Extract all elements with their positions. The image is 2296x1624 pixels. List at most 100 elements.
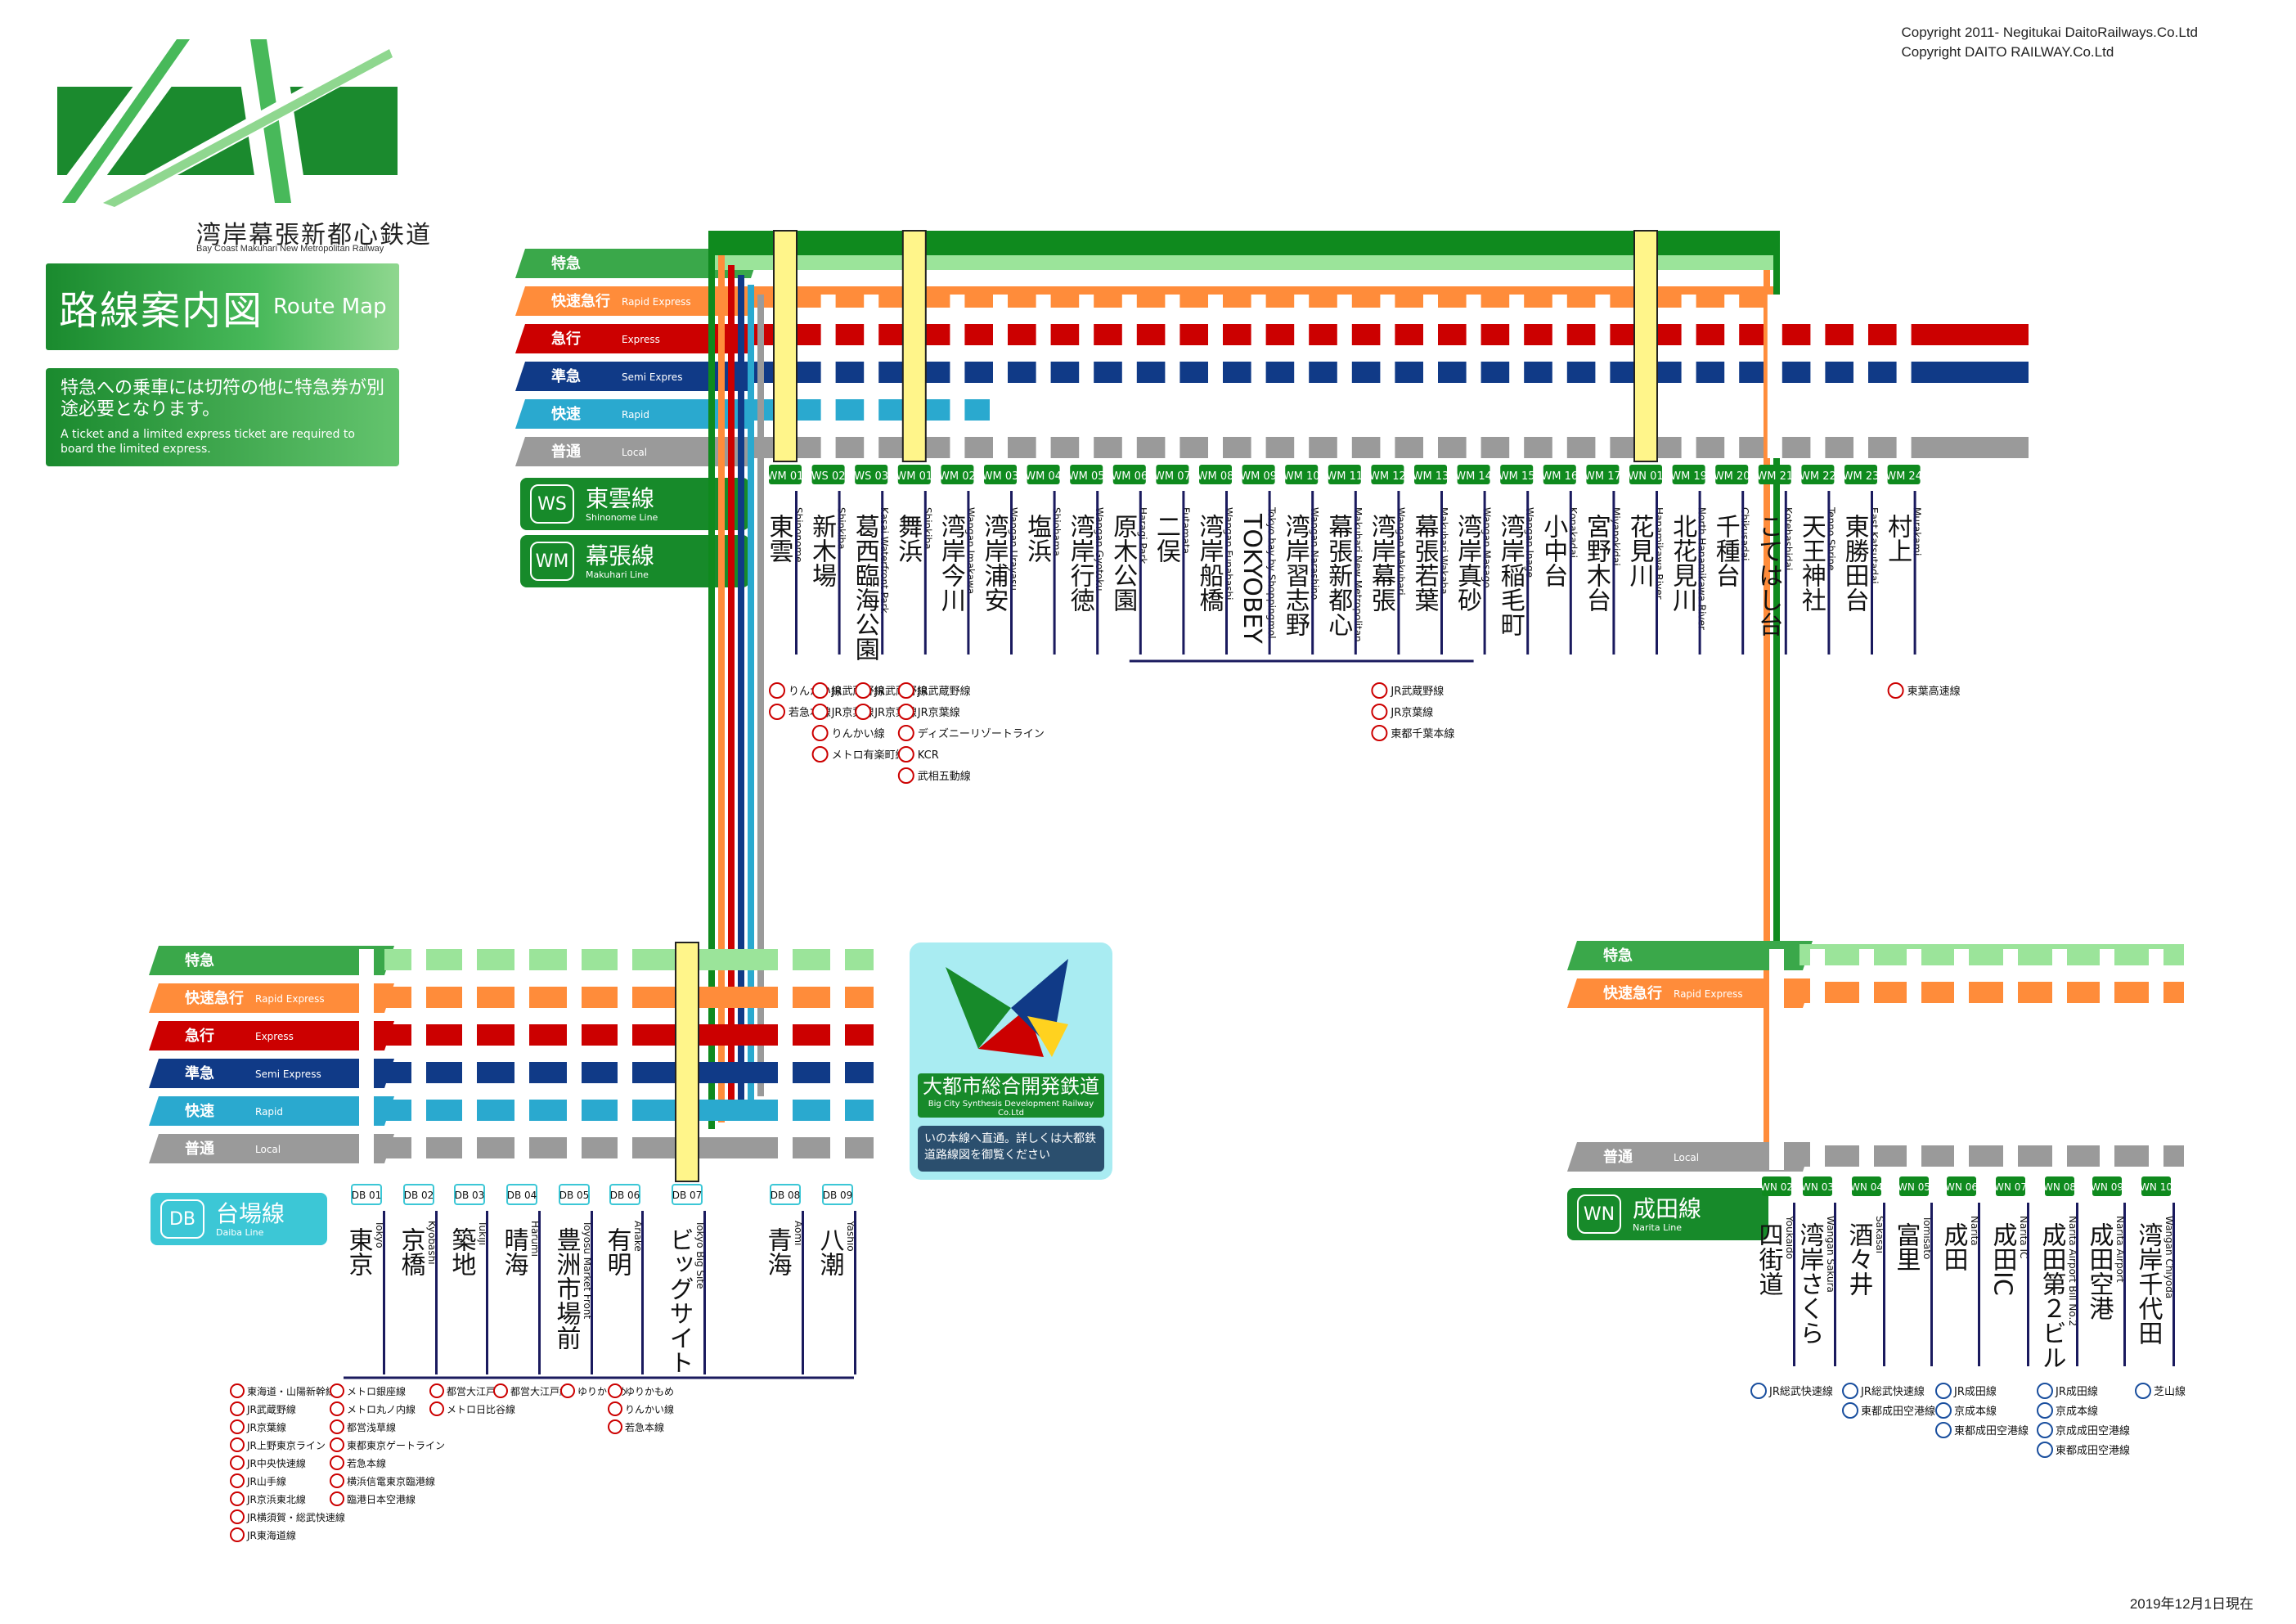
- transfer-icon-top-5-0: [1887, 682, 1904, 699]
- station-stem-5: [1010, 491, 1013, 655]
- transfer-icon-top-3-4: [897, 767, 914, 784]
- station-name-19: 宮野木台: [1582, 514, 1611, 612]
- narita-stop-7: [2100, 949, 2114, 1170]
- transfer-icon-narita-3-2: [2037, 1422, 2053, 1438]
- station-stem-4: [967, 491, 970, 655]
- service-label-en-local: Local: [622, 447, 647, 458]
- station-stem-21: [1698, 491, 1701, 655]
- narita-number-0: WN 02: [1760, 1181, 1793, 1193]
- bcsd-name: 大都市総合開発鉄道 Big City Synthesis Development…: [918, 1073, 1104, 1118]
- transfer-icon-daiba-0-7: [230, 1509, 245, 1524]
- station-number-5: WM 03: [982, 470, 1019, 483]
- station-number-bg-10: [1199, 465, 1232, 484]
- transfer-icon-daiba-3-0: [493, 1383, 508, 1398]
- transfer-label-top-3-2: ディズニーリゾートライン: [918, 727, 1045, 740]
- service-label-en-rapid: Rapid: [255, 1106, 283, 1118]
- station-name-18: 小中台: [1539, 514, 1568, 587]
- daiba-stem-1: [435, 1211, 438, 1374]
- station-stop-9: [1165, 295, 1180, 458]
- daiba-stem-5: [641, 1211, 644, 1374]
- transfer-label-daiba-1-5: 横浜信電東京臨港線: [347, 1475, 435, 1487]
- copyright-line-1: Copyright 2011- Negitukai DaitoRailways.…: [1901, 25, 2198, 40]
- transfer-label-daiba-0-0: 東海道・山陽新幹線: [247, 1385, 335, 1397]
- transfer-icon-top-2-0: [855, 682, 872, 699]
- station-stem-20: [1656, 491, 1658, 655]
- station-name-en-14: Wangan Makuhari: [1395, 507, 1406, 596]
- transfer-icon-top-1-1: [811, 704, 829, 720]
- service-label-express: 急行: [185, 1027, 214, 1045]
- station-name-en-0: Shinonome: [793, 507, 804, 563]
- station-stop-14: [1380, 295, 1395, 458]
- station-number-bg-16: [1457, 465, 1490, 484]
- station-name-en-6: Shiohama: [1051, 507, 1063, 556]
- service-tag-semi_express: [149, 1059, 394, 1088]
- station-stem-25: [1871, 491, 1873, 655]
- station-stop-21: [1681, 295, 1696, 458]
- narita-stem-0: [1793, 1203, 1795, 1366]
- station-number-0: WM 01: [767, 470, 804, 483]
- station-name-en-12: Wangan Narashino: [1309, 507, 1320, 600]
- station-stem-13: [1354, 491, 1357, 655]
- line-name-en-ws: Shinonome Line: [586, 511, 658, 523]
- station-stop-25: [1853, 295, 1868, 458]
- service-label-rapid: 快速: [551, 405, 581, 423]
- station-name-en-16: Wangan Masago: [1481, 507, 1493, 588]
- daiba-stop-3: [514, 949, 529, 1178]
- date-note: 2019年12月1日現在: [2129, 1596, 2253, 1612]
- station-stop-1: [820, 295, 836, 458]
- narita-stem-1: [1834, 1203, 1836, 1366]
- line-code-db: DB: [160, 1199, 204, 1239]
- line-code-ws: WS: [530, 484, 574, 524]
- transfer-icon-daiba-0-2: [230, 1419, 245, 1434]
- narita-stop-4: [1954, 949, 1969, 1170]
- narita-name-en-4: Narita: [1969, 1216, 1980, 1246]
- line-code-wm: WM: [530, 542, 574, 581]
- station-name-en-23: Kotehashidai: [1782, 507, 1794, 570]
- transfer-icon-narita-2-1: [1935, 1402, 1952, 1419]
- daiba-name-3: 晴海: [500, 1227, 528, 1276]
- transfer-icon-narita-2-2: [1935, 1422, 1952, 1438]
- narita-name-4: 成田: [1939, 1222, 1968, 1271]
- station-stem-10: [1225, 491, 1228, 655]
- station-stem-6: [1053, 491, 1056, 655]
- daiba-stop-2: [462, 949, 477, 1178]
- transfer-label-narita-2-0: JR成田線: [1953, 1385, 1997, 1398]
- transfer-icon-daiba-1-5: [330, 1473, 344, 1488]
- station-stem-8: [1139, 491, 1142, 655]
- station-name-3: 舞浜: [893, 514, 922, 563]
- narita-track-rapid_express: [1800, 982, 2184, 1003]
- station-number-bg-22: [1715, 465, 1749, 484]
- station-name-en-9: Futamata: [1179, 507, 1191, 554]
- station-stop-26: [1896, 295, 1912, 458]
- station-name-en-5: Wangan Urayasu: [1008, 507, 1019, 591]
- track-limited-express-top: [708, 231, 1780, 255]
- station-number-bg-8: [1112, 465, 1146, 484]
- station-number-10: WM 08: [1197, 470, 1234, 483]
- daiba-name-en-7: Aomi: [793, 1221, 804, 1245]
- narita-name-en-6: Narita Airport Bill No.2: [2067, 1216, 2078, 1326]
- transfer-label-daiba-3-0: 都営大江戸線: [510, 1385, 569, 1397]
- transfer-label-top-3-0: JR武蔵野線: [917, 685, 971, 698]
- narita-number-bg-0: [1762, 1176, 1791, 1196]
- station-number-1: WS 02: [811, 470, 846, 483]
- station-number-12: WM 10: [1283, 470, 1320, 483]
- narita-stem-7: [2123, 1203, 2126, 1366]
- service-label-local: 普通: [551, 443, 581, 461]
- station-name-en-17: Wangan Inage: [1524, 507, 1535, 578]
- transfer-label-narita-3-3: 東都成田空港線: [2056, 1444, 2130, 1457]
- daiba-stop-7: [778, 949, 793, 1178]
- station-number-23: WM 21: [1756, 470, 1793, 483]
- transfer-icon-narita-0-0: [1750, 1383, 1767, 1399]
- transfer-label-daiba-0-1: JR武蔵野線: [246, 1403, 296, 1415]
- transfer-label-daiba-5-0: ゆりかもめ: [625, 1386, 674, 1397]
- station-name-22: 千種台: [1711, 514, 1741, 587]
- daiba-stem-3: [538, 1211, 541, 1374]
- service-label-semi_express: 準急: [185, 1064, 214, 1082]
- transfer-label-top-4-2: 東都千葉本線: [1391, 727, 1454, 740]
- transfer-icon-daiba-0-8: [230, 1527, 245, 1542]
- station-number-bg-24: [1801, 465, 1835, 484]
- station-name-13: 幕張新都心: [1323, 514, 1353, 637]
- station-name-20: 花見川: [1625, 514, 1655, 587]
